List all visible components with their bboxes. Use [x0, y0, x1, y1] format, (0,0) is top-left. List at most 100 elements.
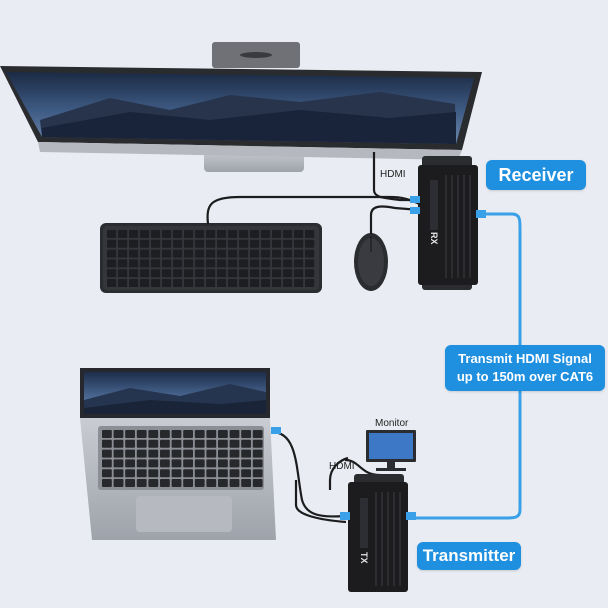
key: [162, 239, 172, 248]
key: [272, 230, 282, 238]
key: [162, 279, 172, 287]
key: [261, 230, 271, 238]
key: [136, 439, 147, 448]
key: [148, 459, 159, 468]
key: [252, 449, 263, 458]
key: [184, 230, 194, 238]
key: [305, 279, 315, 287]
key: [250, 239, 260, 248]
key: [113, 439, 124, 448]
key: [183, 469, 193, 478]
key: [118, 269, 128, 278]
key: [294, 239, 304, 248]
key: [183, 449, 193, 458]
key: [261, 259, 271, 268]
signal-callout: Transmit HDMI Signal up to 150m over CAT…: [445, 345, 605, 391]
key: [194, 469, 205, 478]
key: [283, 259, 293, 268]
key: [206, 249, 216, 258]
key: [183, 430, 193, 438]
key: [195, 230, 205, 238]
hdmi-label-bottom: HDMI: [329, 461, 355, 472]
key: [252, 459, 263, 468]
key: [171, 439, 182, 448]
laptop-icon: [80, 368, 276, 540]
key: [194, 430, 205, 438]
key: [195, 269, 205, 278]
key: [294, 259, 304, 268]
key: [107, 239, 117, 248]
key: [118, 230, 128, 238]
key: [171, 459, 182, 468]
key: [206, 259, 216, 268]
key: [140, 230, 150, 238]
key: [261, 269, 271, 278]
key: [305, 269, 315, 278]
key: [129, 230, 139, 238]
key: [136, 430, 147, 438]
mouse-icon: [354, 233, 388, 291]
small-monitor-icon: [366, 430, 416, 471]
key: [239, 269, 249, 278]
tx-tag: TX: [359, 552, 369, 564]
key: [136, 449, 147, 458]
transmitter-label: Transmitter: [417, 542, 521, 570]
key: [206, 449, 217, 458]
key: [217, 259, 227, 268]
key: [305, 259, 315, 268]
key: [250, 279, 260, 287]
key: [206, 269, 216, 278]
key: [171, 449, 182, 458]
key: [283, 269, 293, 278]
key: [151, 230, 161, 238]
key: [239, 249, 249, 258]
key: [218, 449, 228, 458]
key: [229, 430, 240, 438]
key: [206, 439, 217, 448]
key: [283, 249, 293, 258]
key: [195, 279, 205, 287]
key: [195, 259, 205, 268]
key: [125, 469, 135, 478]
key: [184, 249, 194, 258]
key: [283, 230, 293, 238]
signal-line-2: up to 150m over CAT6: [456, 369, 594, 384]
key: [173, 239, 183, 248]
key: [305, 249, 315, 258]
key: [125, 439, 135, 448]
key: [160, 469, 170, 478]
key: [195, 239, 205, 248]
key: [228, 259, 238, 268]
key: [102, 459, 112, 468]
monitor-label: Monitor: [375, 418, 409, 429]
key: [228, 239, 238, 248]
key: [125, 449, 135, 458]
key: [162, 249, 172, 258]
key: [113, 479, 124, 487]
key: [217, 249, 227, 258]
receiver-box-icon: [410, 156, 486, 290]
desktop-monitor-icon: [0, 42, 482, 172]
key: [272, 279, 282, 287]
key: [151, 259, 161, 268]
key: [305, 230, 315, 238]
key: [241, 459, 251, 468]
key: [102, 430, 112, 438]
key: [218, 469, 228, 478]
key: [129, 249, 139, 258]
key: [241, 479, 251, 487]
key: [113, 469, 124, 478]
key: [218, 459, 228, 468]
key: [173, 279, 183, 287]
key: [118, 259, 128, 268]
key: [160, 439, 170, 448]
key: [162, 259, 172, 268]
keyboard-icon: [100, 223, 322, 293]
key: [261, 279, 271, 287]
key: [184, 239, 194, 248]
key: [107, 230, 117, 238]
key: [125, 459, 135, 468]
key: [129, 239, 139, 248]
key: [206, 469, 217, 478]
